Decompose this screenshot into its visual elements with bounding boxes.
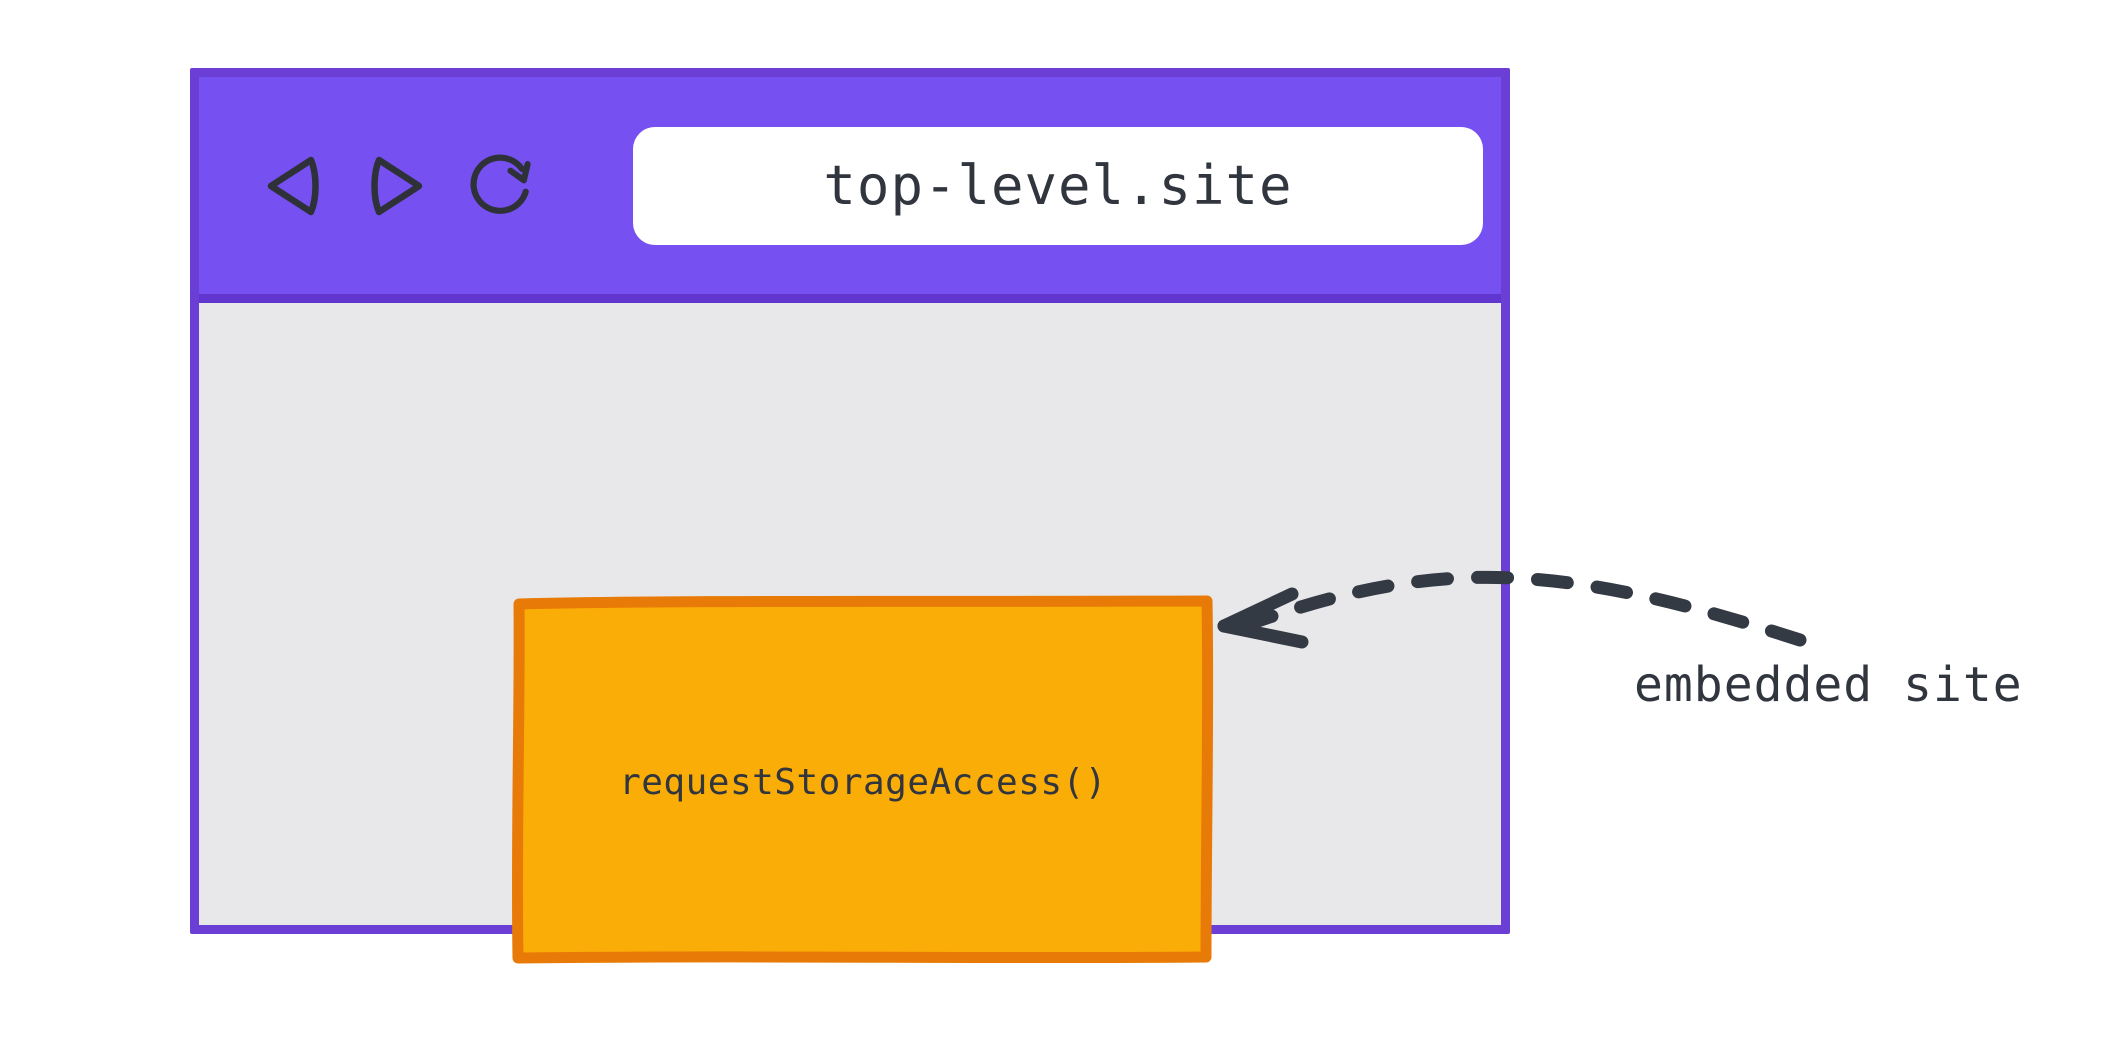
browser-toolbar: top-level.site: [199, 77, 1501, 303]
url-bar[interactable]: top-level.site: [633, 126, 1483, 245]
url-text: top-level.site: [823, 154, 1293, 217]
forward-icon: [371, 156, 423, 215]
back-icon: [267, 156, 319, 215]
reload-button[interactable]: [463, 148, 539, 224]
embedded-iframe[interactable]: requestStorageAccess(): [511, 595, 1214, 964]
annotation-label: embedded site: [1634, 657, 2023, 713]
embedded-iframe-label: requestStorageAccess(): [619, 761, 1107, 803]
browser-window: top-level.site requestStorageAccess(): [190, 68, 1510, 964]
back-button[interactable]: [255, 148, 331, 224]
navigation-button-group: [255, 148, 539, 224]
forward-button[interactable]: [359, 148, 435, 224]
reload-icon: [470, 154, 531, 214]
browser-viewport: requestStorageAccess(): [199, 303, 1501, 964]
embedded-iframe-shape: [511, 595, 1214, 964]
